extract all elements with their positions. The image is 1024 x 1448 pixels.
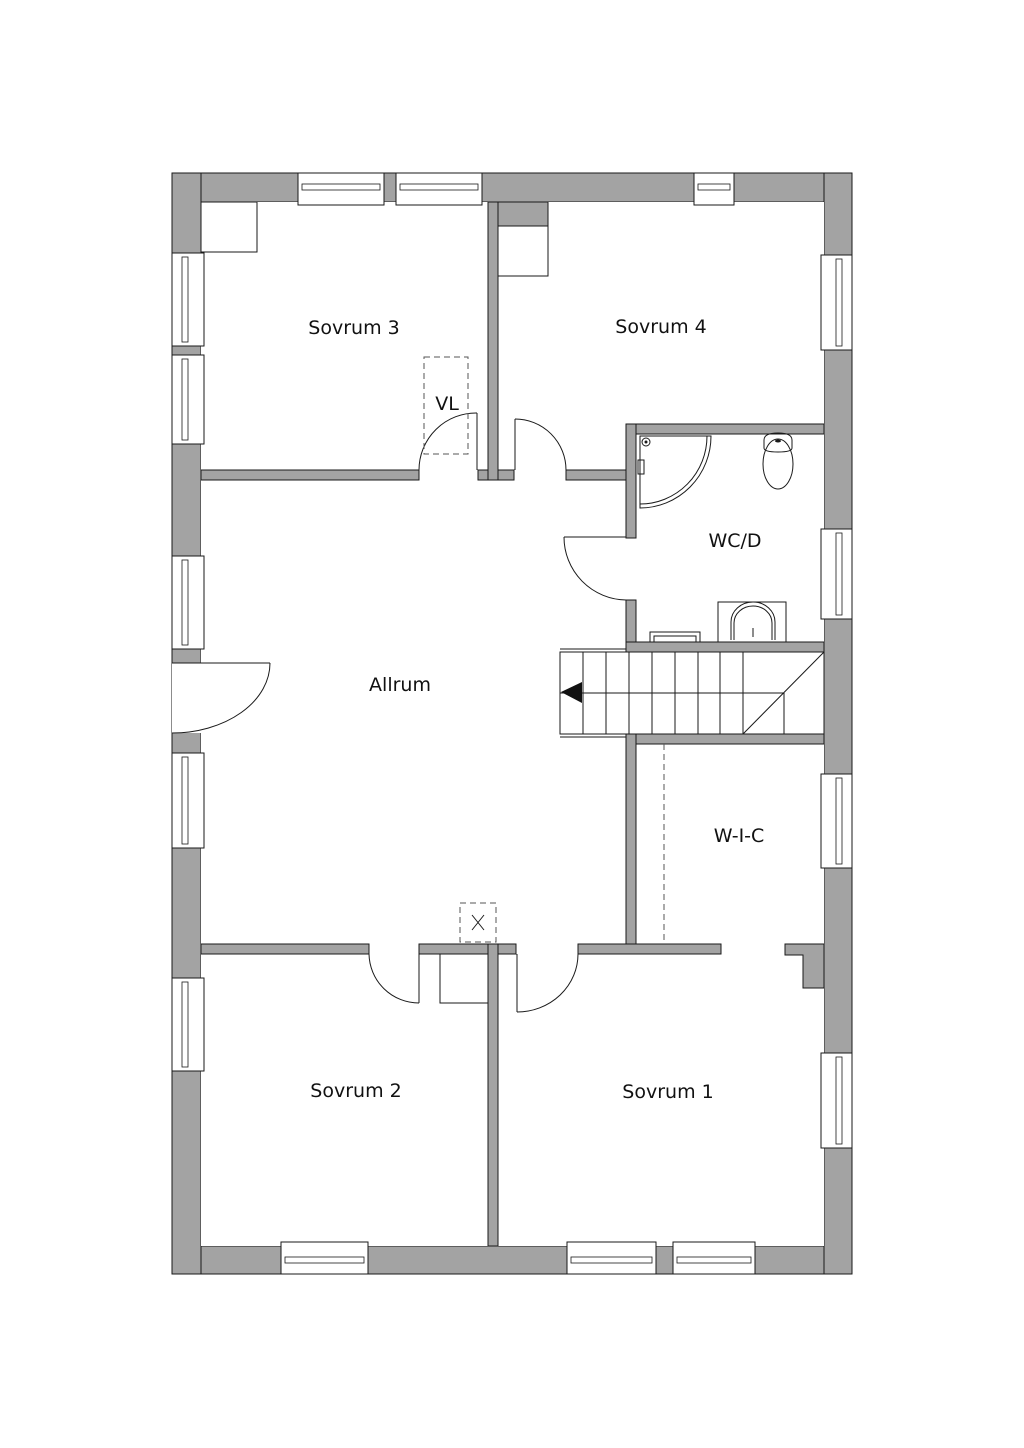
door-icon [171,662,271,734]
window-icon [693,172,735,206]
door-icon [368,953,420,1004]
closets [200,201,665,1004]
window-icon [395,172,483,206]
room-label-vl: VL [435,393,459,415]
window-icon [820,254,853,351]
window-icon [171,977,205,1072]
roof-hatch-icon [459,902,497,943]
window-icon [820,1052,853,1149]
door-icon [418,412,478,471]
interior-walls [200,201,825,1247]
door-icon [514,418,567,471]
windows [171,172,853,1275]
shower-icon [637,435,712,509]
wc-fixtures [637,432,794,643]
room-label-sovrum2: Sovrum 2 [310,1080,402,1102]
doors [171,412,627,1013]
radiator-icon [649,631,701,643]
window-icon [171,752,205,849]
room-label-sovrum4: Sovrum 4 [615,316,707,338]
door-icon [563,536,627,601]
window-icon [171,252,205,347]
stairs [559,648,825,738]
window-icon [171,354,205,445]
sink-icon [717,601,787,643]
ventilation-box [423,356,469,455]
window-icon [566,1241,657,1275]
toilet-icon [762,432,794,490]
window-icon [280,1241,369,1275]
room-label-sovrum3: Sovrum 3 [308,317,400,339]
window-icon [297,172,385,206]
window-icon [820,773,853,869]
window-icon [171,555,205,650]
room-label-sovrum1: Sovrum 1 [622,1081,714,1103]
room-label-allrum: Allrum [369,674,431,696]
room-label-wcd: WC/D [708,530,762,552]
window-icon [672,1241,756,1275]
door-icon [516,953,579,1013]
window-icon [820,528,853,620]
room-label-wic: W-I-C [713,825,765,847]
left-triangle-icon [561,682,582,703]
exterior-walls [171,172,853,1275]
